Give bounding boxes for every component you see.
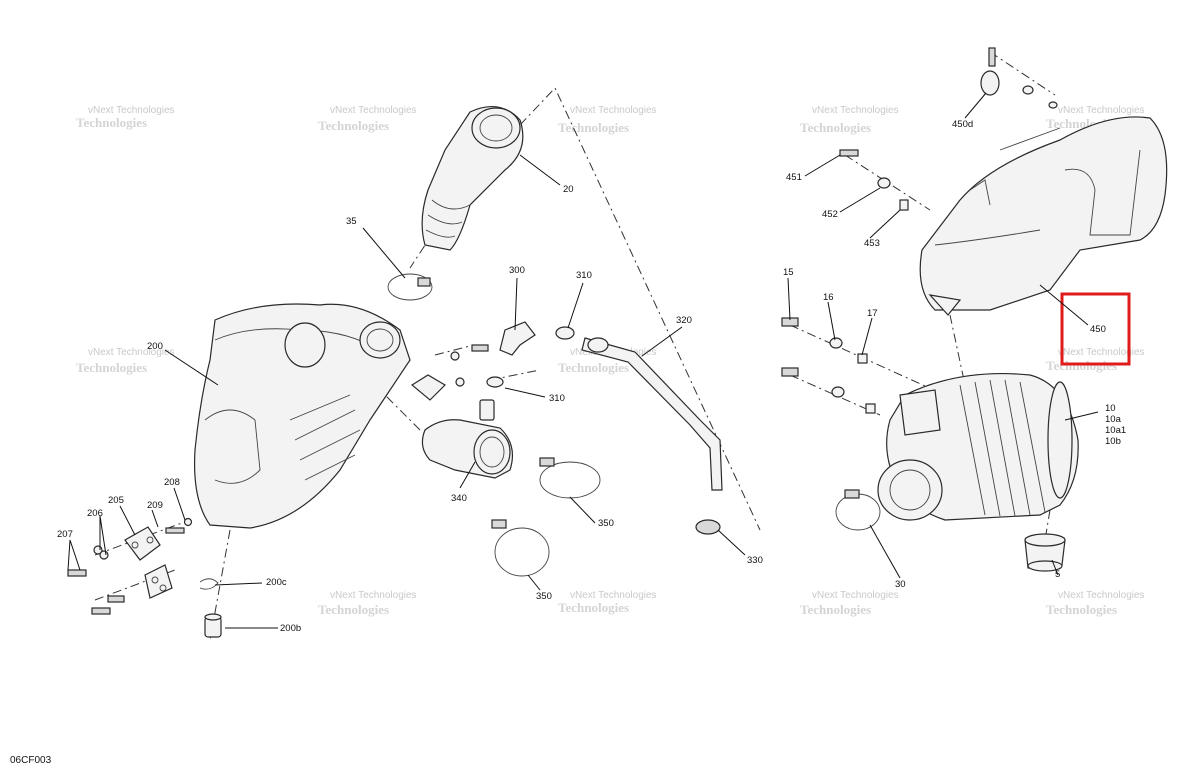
part-350-clamp-a: [539, 457, 601, 499]
part-207-bracket: [144, 564, 173, 599]
part-20-intake-duct: [421, 105, 524, 251]
label-205: 205: [108, 495, 124, 506]
part-350-clamp-b: [491, 519, 550, 577]
watermark-11a: vNext Technologies: [812, 590, 899, 601]
label-453: 453: [864, 238, 880, 249]
part-451-453-hardware: [839, 149, 909, 211]
label-300: 300: [509, 265, 525, 276]
label-350-lower: 350: [536, 591, 552, 602]
watermark-6b: Technologies: [76, 360, 147, 375]
part-300-elbow: [499, 321, 536, 356]
watermark-10a: vNext Technologies: [570, 590, 657, 601]
label-209: 209: [147, 500, 163, 511]
watermark-5a: vNext Technologies: [1058, 105, 1145, 116]
label-30: 30: [895, 579, 906, 590]
label-207: 207: [57, 529, 73, 540]
watermark-1a: vNext Technologies: [88, 105, 175, 116]
watermark-12b: Technologies: [1046, 602, 1117, 617]
label-17: 17: [867, 308, 878, 319]
label-452: 452: [822, 209, 838, 220]
label-20: 20: [563, 184, 574, 195]
watermark-6a: vNext Technologies: [88, 347, 175, 358]
watermark-4a: vNext Technologies: [812, 105, 899, 116]
watermark-9b: Technologies: [318, 602, 389, 617]
watermark-3a: vNext Technologies: [570, 105, 657, 116]
label-200b: 200b: [280, 623, 301, 634]
label-310-mid: 310: [549, 393, 565, 404]
part-5-boot: [1024, 533, 1066, 572]
label-330: 330: [747, 555, 763, 566]
part-30-clamp: [835, 489, 881, 531]
watermark-9a: vNext Technologies: [330, 590, 417, 601]
label-451: 451: [786, 172, 802, 183]
label-206: 206: [87, 508, 103, 519]
label-350-upper: 350: [598, 518, 614, 529]
watermark-4b: Technologies: [800, 120, 871, 135]
part-10-filter-housing: [877, 373, 1079, 521]
label-15: 15: [783, 267, 794, 278]
label-10b: 10b: [1105, 436, 1121, 447]
part-450d-grommet: [980, 70, 1000, 96]
watermark-3b: Technologies: [558, 120, 629, 135]
label-5: 5: [1055, 569, 1060, 580]
highlight-box-450: [1060, 292, 1131, 366]
part-330-clamp: [695, 519, 721, 535]
part-15-16-17-hardware: [781, 317, 876, 414]
label-320: 320: [676, 315, 692, 326]
part-200-airbox: [193, 303, 411, 529]
watermark-10b: Technologies: [558, 600, 629, 615]
part-320-breather-hose: [581, 337, 723, 491]
part-200b-grommet: [204, 613, 222, 638]
part-340-adapter: [421, 399, 513, 479]
leader-lines: [67, 92, 1099, 629]
top-right-bolts: [988, 47, 1058, 109]
watermark-12a: vNext Technologies: [1058, 590, 1145, 601]
label-450d: 450d: [952, 119, 973, 130]
watermark-7b: Technologies: [558, 360, 629, 375]
label-310-top: 310: [576, 270, 592, 281]
label-208: 208: [164, 477, 180, 488]
watermark-2a: vNext Technologies: [330, 105, 417, 116]
watermark-2b: Technologies: [318, 118, 389, 133]
part-450-cover: [919, 116, 1168, 316]
label-16: 16: [823, 292, 834, 303]
part-200c-clip: [199, 578, 219, 590]
callout-labels: 20 35 200 208 205 206 209 207 200c 200b …: [57, 119, 1126, 634]
part-35-clamp: [387, 273, 433, 301]
label-340: 340: [451, 493, 467, 504]
label-10a: 10a: [1105, 414, 1122, 425]
label-450: 450: [1090, 324, 1106, 335]
label-10a1: 10a1: [1105, 425, 1126, 436]
watermark-8a: vNext Technologies: [1058, 347, 1145, 358]
part-310-fittings: [410, 326, 575, 401]
diagram-code: 06CF003: [10, 755, 52, 766]
label-35: 35: [346, 216, 357, 227]
watermark-1b: Technologies: [76, 115, 147, 130]
small-bolts-left: [67, 517, 193, 615]
watermark-11b: Technologies: [800, 602, 871, 617]
label-200c: 200c: [266, 577, 287, 588]
label-10: 10: [1105, 403, 1116, 414]
watermarks: vNext Technologies Technologies vNext Te…: [76, 105, 1145, 617]
label-200: 200: [147, 341, 163, 352]
part-205-bracket: [124, 526, 161, 561]
